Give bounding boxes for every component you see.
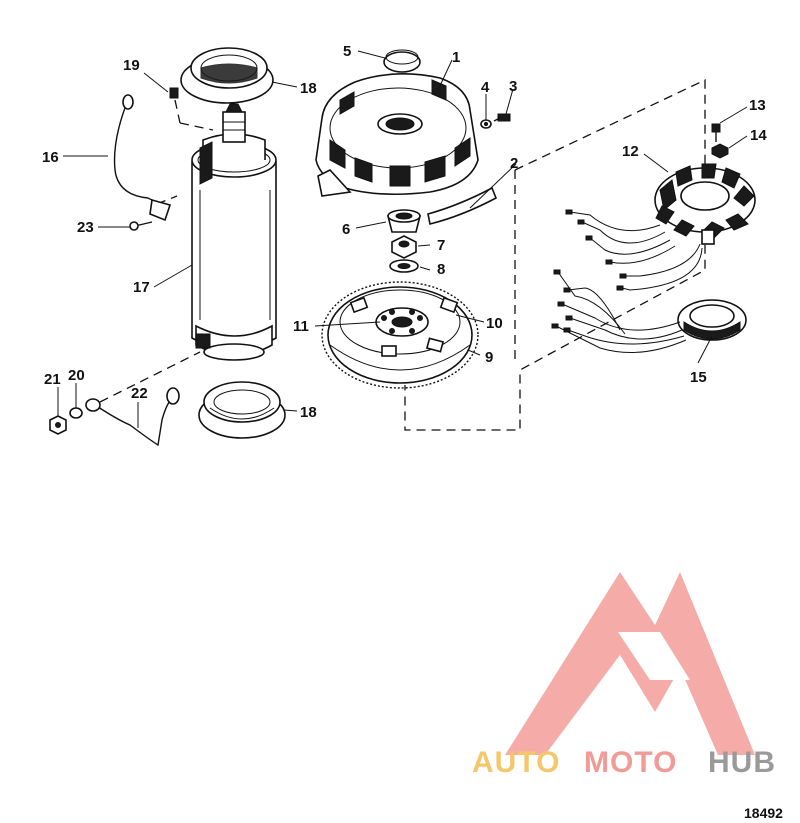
nut-7 [391,235,417,259]
leader-lines [57,50,748,428]
callout-5: 5 [343,43,351,60]
callout-9: 9 [485,349,493,366]
watermark-text-hub: HUB [708,746,776,779]
callout-6: 6 [342,221,350,238]
watermark-text-moto: MOTO [584,746,677,779]
watermark-notch [640,735,700,755]
callout-15: 15 [690,369,707,386]
starter-motor [191,103,277,361]
ground-cable [85,387,180,447]
callout-23: 23 [77,219,94,236]
callout-12: 12 [622,143,639,160]
washer-14 [711,143,729,159]
watermark-text-auto: AUTO [472,746,560,779]
stator [654,163,756,245]
washer-4 [480,119,492,129]
callout-3: 3 [509,78,517,95]
starter-cable-top [113,94,172,222]
watermark-inner-arrow [618,632,690,680]
nut-21 [49,415,67,435]
callout-11: 11 [293,318,309,335]
hex-nut-19 [169,87,179,99]
decal-strip [427,186,498,225]
washer-8 [389,259,419,273]
stator-wires [565,209,703,291]
callout-18-bottom: 18 [300,404,317,421]
screw-13 [711,123,721,142]
callout-4: 4 [481,79,490,96]
callout-14: 14 [750,127,767,144]
callout-21: 21 [44,371,61,388]
watermark-text: AUTO MOTO HUB [472,746,776,779]
bolt-23 [129,221,153,231]
flywheel-cover [315,73,479,197]
callout-17: 17 [133,279,150,296]
trigger [551,269,747,353]
callout-22: 22 [131,385,148,402]
figure-number: 18492 [744,805,783,821]
callout-10: 10 [486,315,503,332]
screw-3 [493,113,511,122]
callout-labels: 1 2 3 4 5 6 7 8 9 10 11 12 13 14 15 16 1… [42,43,767,421]
starter-collar-top [180,47,274,104]
callout-8: 8 [437,261,445,278]
callout-20: 20 [68,367,85,384]
callout-16: 16 [42,149,59,166]
callout-19: 19 [123,57,140,74]
lockwasher-20 [69,407,83,419]
sleeve-6 [386,209,422,233]
flywheel [321,281,479,389]
watermark-logo [505,572,755,755]
watermark-triangle-outer [505,572,755,755]
watermark-triangle-inner [585,700,650,755]
cap-plug [383,49,421,73]
callout-13: 13 [749,97,766,114]
callout-7: 7 [437,237,445,254]
callout-1: 1 [452,49,460,66]
callout-18-top: 18 [300,80,317,97]
starter-collar-bottom [198,381,286,439]
callout-2: 2 [510,155,518,172]
